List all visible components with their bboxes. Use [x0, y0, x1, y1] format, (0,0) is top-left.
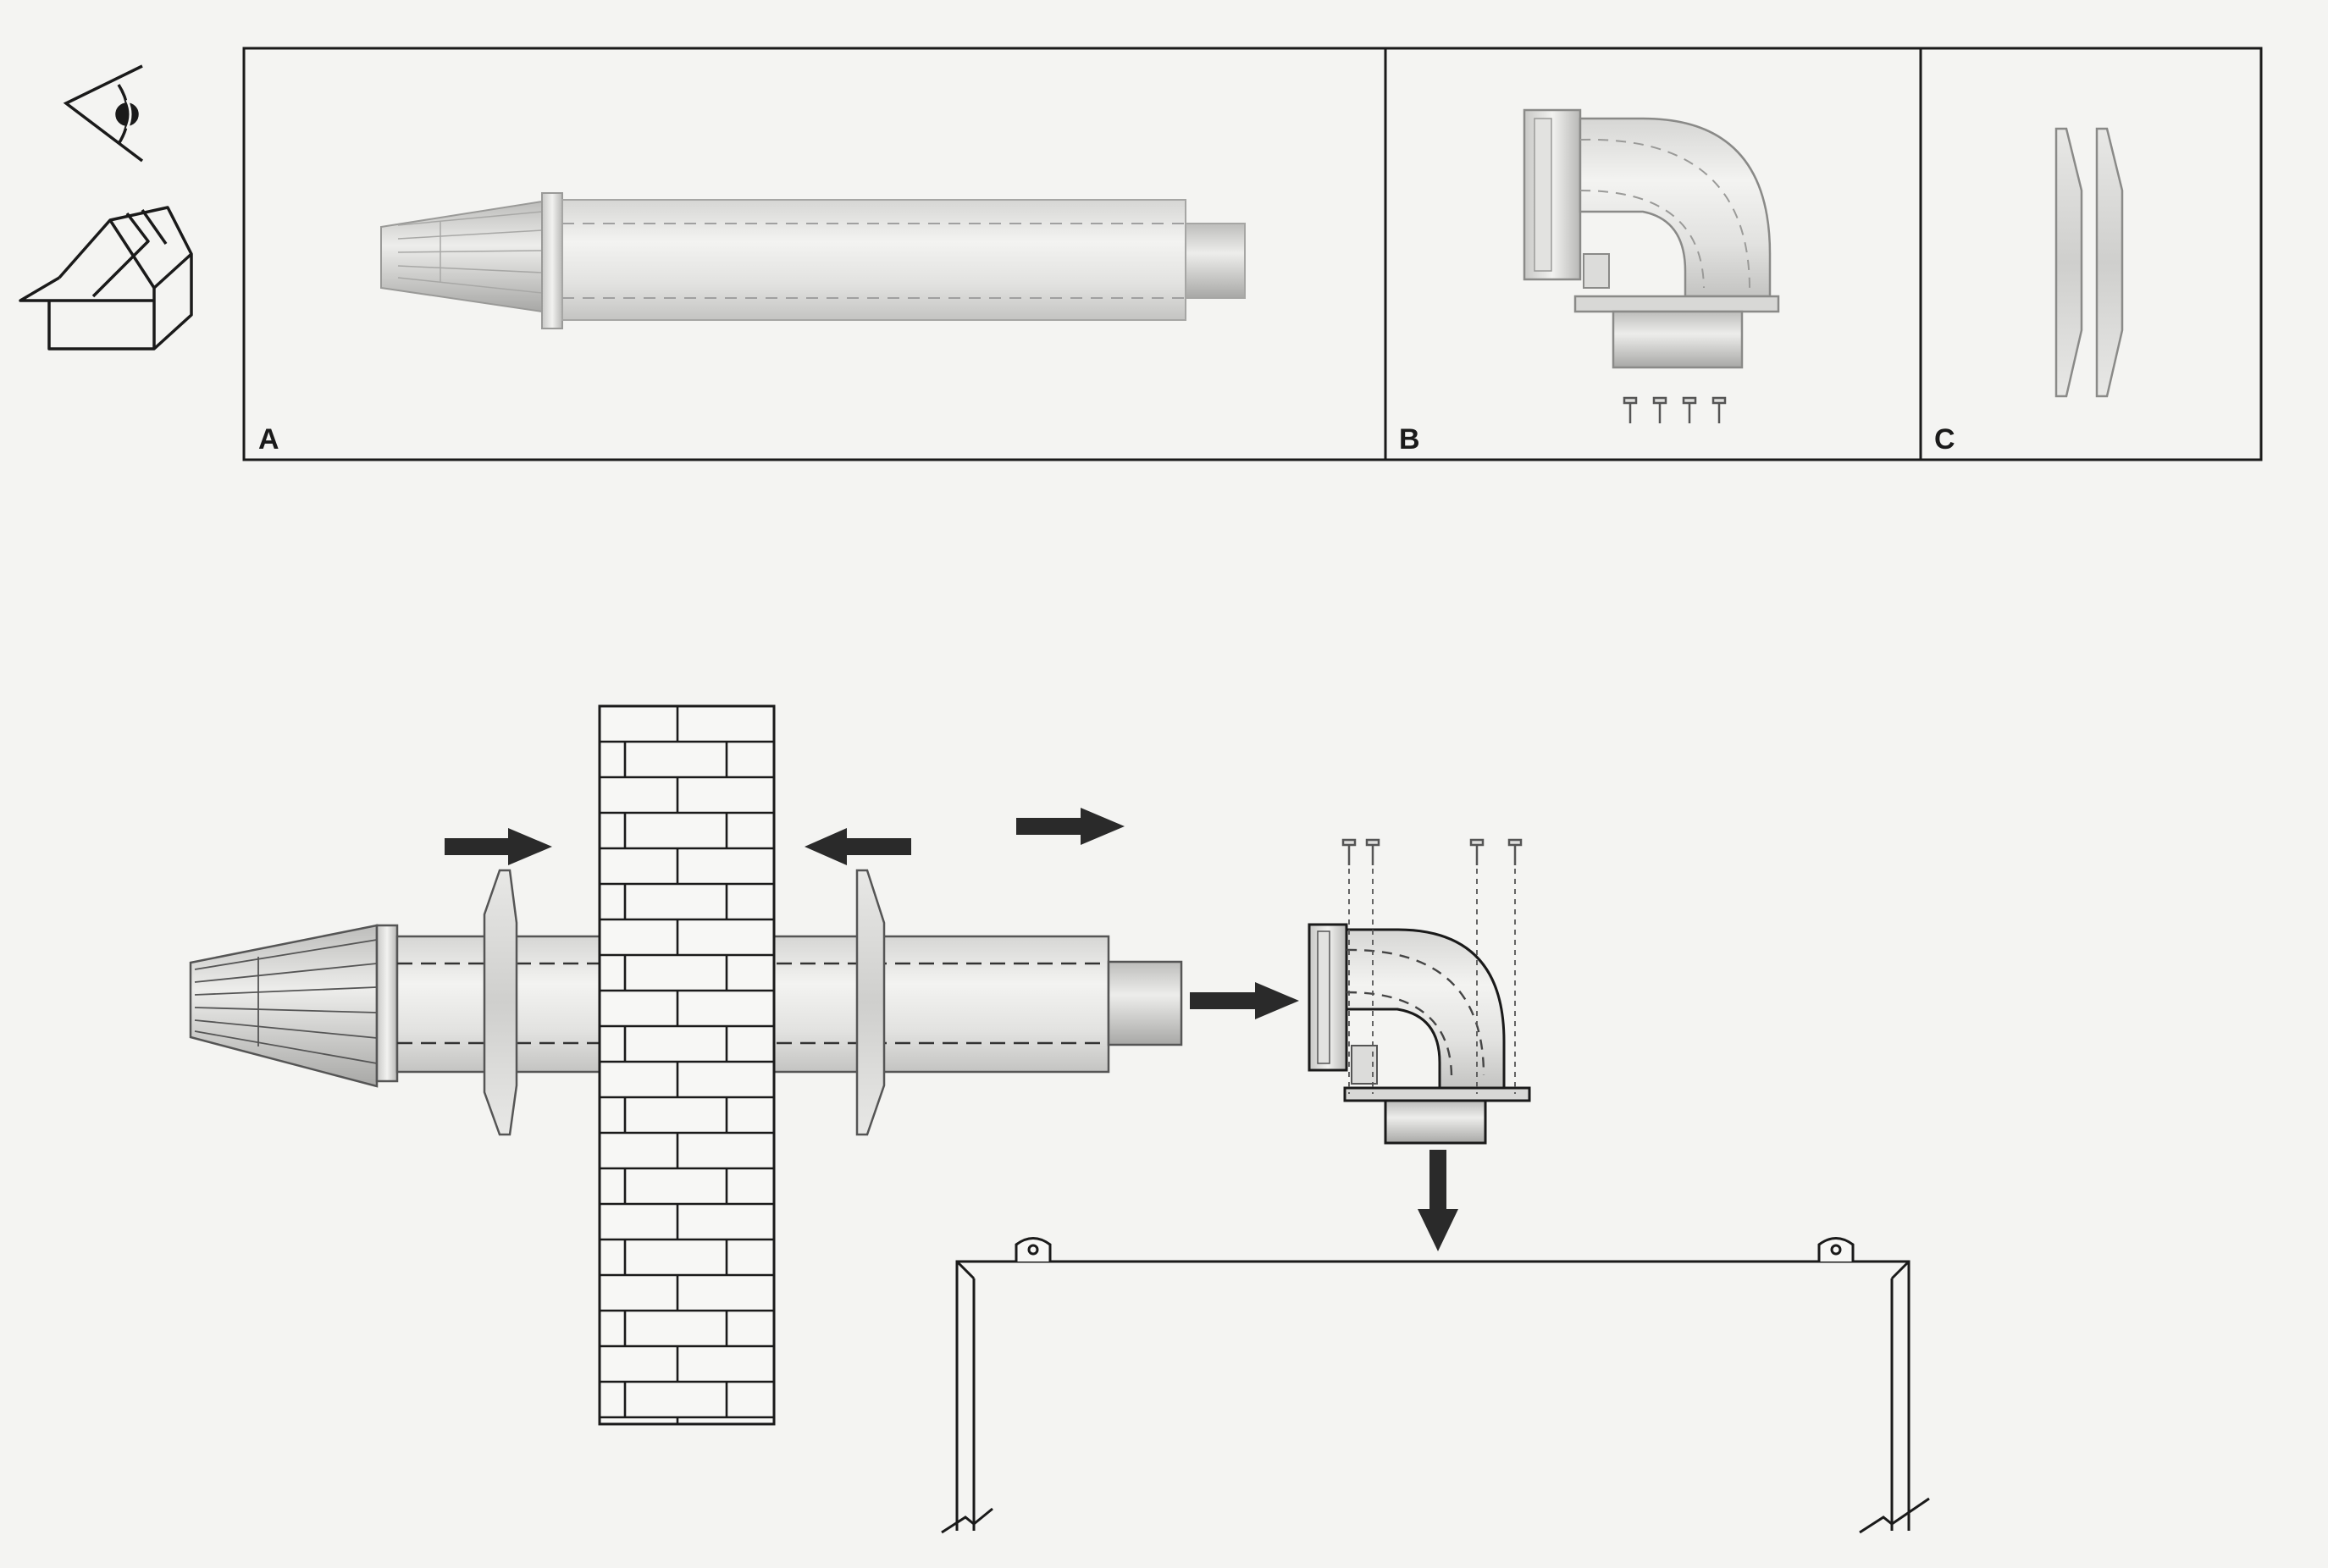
panel-b-screws — [1623, 396, 1727, 423]
assembly-terminal-cone — [189, 924, 379, 1088]
arrow-right-icon — [1190, 982, 1299, 1019]
screw-icon — [1711, 396, 1727, 423]
screw-icon — [1469, 838, 1485, 865]
arrow-left-icon — [805, 828, 911, 865]
appliance-top-outline — [941, 1237, 1930, 1534]
screw-icon — [1652, 396, 1667, 423]
panel-label-b: B — [1399, 423, 1420, 455]
assembly-rosette-outer — [483, 869, 518, 1136]
arrow-right-icon — [1016, 808, 1125, 845]
arrow-right-icon — [445, 828, 552, 865]
screw-icon — [1341, 838, 1357, 865]
screw-icon — [1623, 396, 1638, 423]
brick-wall — [598, 704, 776, 1426]
panel-label-c: C — [1934, 423, 1955, 455]
assembly-collar — [375, 924, 399, 1083]
assembly-pipe-inner — [1107, 960, 1183, 1046]
panel-b-elbow — [1523, 108, 1780, 369]
assembly-rosette-inner — [855, 869, 886, 1136]
screw-icon — [1682, 396, 1697, 423]
screw-icon — [1365, 838, 1380, 865]
panel-label-a: A — [258, 423, 279, 455]
panel-a-terminal-pipe — [380, 192, 1246, 329]
arrow-down-icon — [1418, 1150, 1458, 1251]
screw-icon — [1507, 838, 1523, 865]
assembly-elbow — [1308, 923, 1531, 1145]
assembly-screws — [1341, 838, 1523, 865]
screw-guides — [1348, 869, 1516, 1094]
parts-frame — [242, 47, 2263, 461]
panel-c-rosettes — [2054, 127, 2124, 398]
open-box-icon — [19, 206, 193, 351]
brick-courses — [600, 706, 774, 1424]
eye-icon — [63, 64, 144, 163]
